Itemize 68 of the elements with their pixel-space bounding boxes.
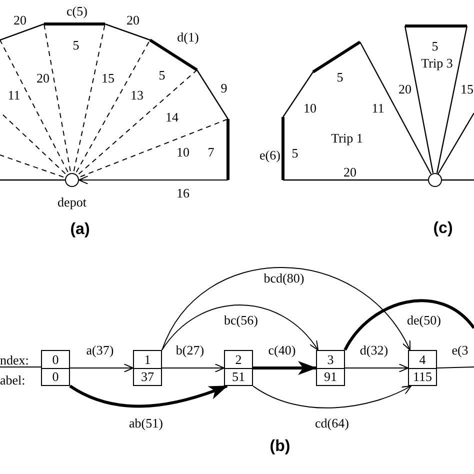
label-box <box>316 350 345 386</box>
cost-label: 5 <box>432 40 438 52</box>
label-box <box>133 350 162 386</box>
index-value: 2 <box>225 351 252 368</box>
arrow <box>162 267 410 350</box>
cost-label: 20 <box>36 72 50 84</box>
edge-label: 16 <box>176 186 190 200</box>
label-value: 91 <box>323 368 338 385</box>
arrow <box>252 386 412 408</box>
edge-label: e(3 <box>450 344 470 356</box>
edge-label: cd(64) <box>314 416 350 430</box>
arrow <box>70 364 134 372</box>
arrow <box>78 176 228 184</box>
label-box <box>224 350 253 386</box>
arrow <box>253 361 317 375</box>
index-value: 4 <box>409 351 436 368</box>
cost-label: 13 <box>130 88 144 102</box>
cost-label: 20 <box>126 14 140 26</box>
label-value: 0 <box>51 368 60 385</box>
index-value: 1 <box>134 351 161 368</box>
cost-label: 11 <box>372 102 384 114</box>
cost-label: d(1) <box>177 30 199 44</box>
arrow <box>162 364 224 372</box>
edge-label: b(27) <box>174 344 206 356</box>
cost-label: 10 <box>176 146 190 158</box>
cost-label: 5 <box>292 146 298 160</box>
label-box <box>408 350 437 386</box>
cost-label: 7 <box>208 146 214 158</box>
cost-label: ndex: <box>0 354 29 366</box>
edge-label: bc(56) <box>223 314 259 326</box>
edge-label: ab(51) <box>128 416 164 430</box>
arrow <box>69 384 228 408</box>
cost-label: 20 <box>398 82 412 96</box>
edge-label: bcd(80) <box>262 272 306 284</box>
cost-label: 9 <box>220 82 228 94</box>
cost-label: Trip 1 <box>331 132 363 144</box>
index-value: 0 <box>42 351 69 368</box>
cost-label: 15 <box>460 82 474 96</box>
label-value: 51 <box>231 368 246 385</box>
cost-label: Trip 3 <box>421 56 453 70</box>
cost-label: 20 <box>344 166 356 178</box>
panel-label: (c) <box>433 221 453 237</box>
label-value: 115 <box>412 368 434 385</box>
cost-label: 14 <box>166 110 178 124</box>
depot-circle <box>428 173 442 187</box>
cost-label: 5 <box>158 68 166 82</box>
panel-label: (b) <box>270 439 290 455</box>
arrow <box>344 364 408 372</box>
label-value: 37 <box>140 368 155 385</box>
edge-label: d(32) <box>358 344 390 356</box>
cost-label: 20 <box>14 14 26 26</box>
depot-circle <box>65 173 79 187</box>
cost-label: e(6) <box>260 148 280 162</box>
node-caption: depot <box>58 196 86 208</box>
index-value: 3 <box>317 351 344 368</box>
edge-label: c(40) <box>267 344 297 356</box>
cost-label: 5 <box>72 38 80 52</box>
cost-label: 15 <box>102 72 114 84</box>
cost-label: c(5) <box>66 4 88 18</box>
cost-label: 11 <box>8 88 20 102</box>
panel-label: (a) <box>70 222 90 238</box>
edge-label: a(37) <box>85 344 115 356</box>
cost-label: 10 <box>304 102 316 114</box>
label-box <box>41 350 70 386</box>
cost-label: 5 <box>336 70 344 84</box>
edge-label: de(50) <box>406 314 442 326</box>
cost-label: abel: <box>0 374 26 386</box>
arrow <box>162 304 318 350</box>
